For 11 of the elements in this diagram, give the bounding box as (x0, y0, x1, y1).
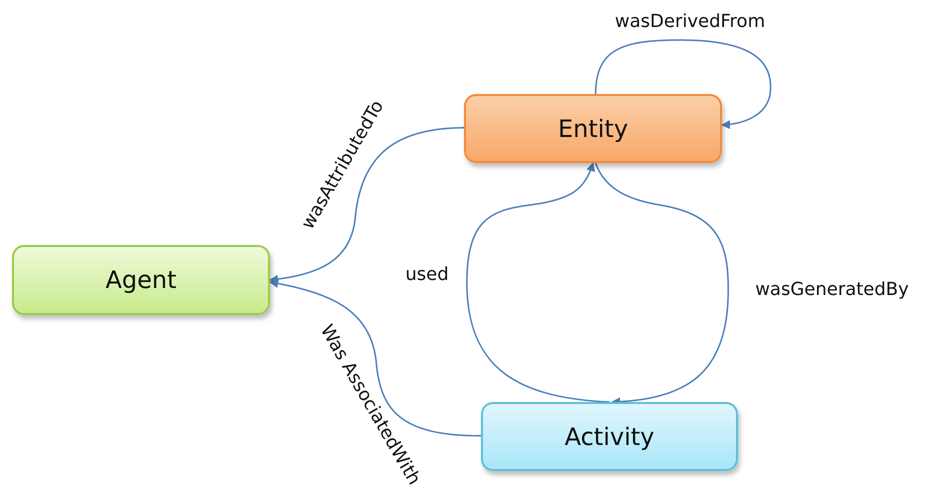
node-label: Entity (558, 114, 628, 142)
node-label: Activity (564, 422, 654, 450)
rounded-box (464, 94, 722, 163)
arrow (594, 39, 772, 129)
arrow (269, 127, 464, 284)
edge-label: wasGeneratedBy (753, 279, 911, 301)
arrow (466, 162, 610, 403)
rounded-box (12, 245, 270, 315)
arrow (269, 279, 482, 437)
rounded-box (481, 402, 738, 471)
node-label: Agent (105, 266, 177, 294)
